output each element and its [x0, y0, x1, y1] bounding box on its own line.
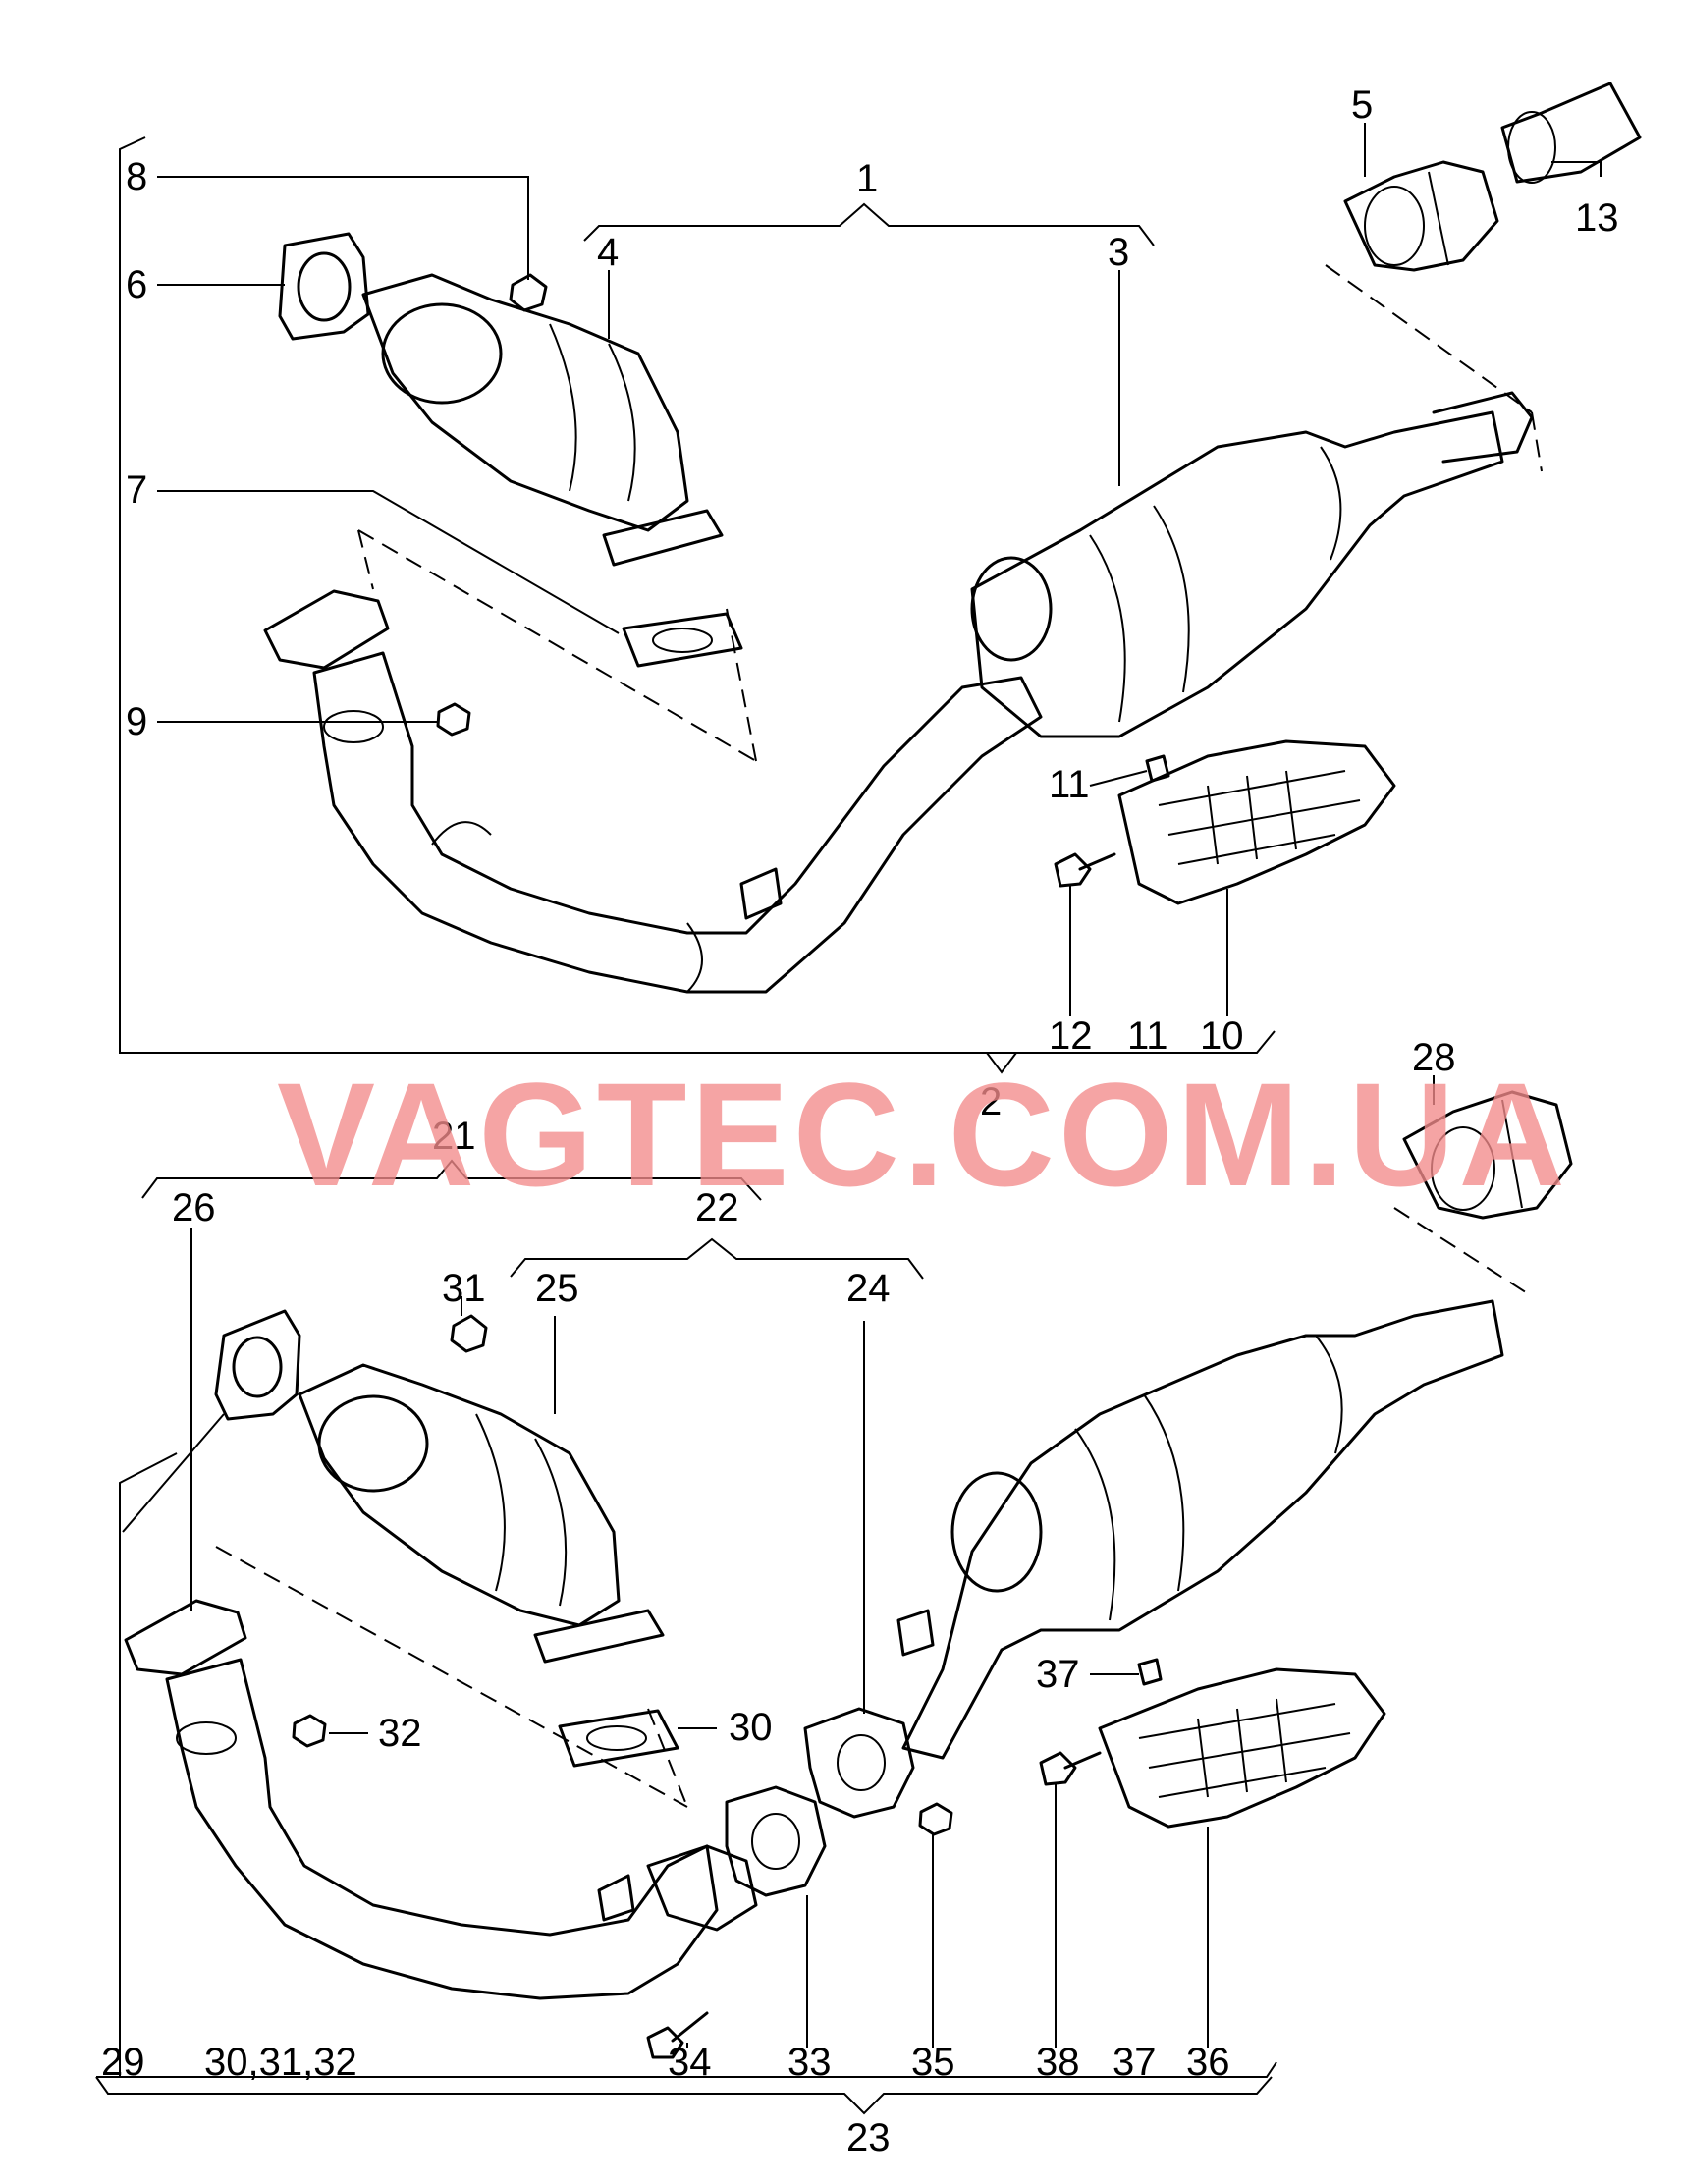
callout-33: 33	[787, 2041, 832, 2084]
gasket-7	[622, 612, 743, 668]
callout-26: 26	[172, 1186, 216, 1229]
nut-31	[450, 1314, 488, 1353]
nut-9	[436, 702, 471, 737]
bracket-assembly-2	[119, 136, 1276, 1054]
nut-35	[918, 1802, 953, 1836]
callout-38: 38	[1036, 2041, 1080, 2084]
bracket-tab-bottom	[597, 1874, 635, 1922]
brace-22	[510, 1237, 924, 1280]
callout-3: 3	[1108, 231, 1129, 274]
callout-11a: 11	[1049, 763, 1090, 806]
callout-37a: 37	[1036, 1653, 1080, 1696]
flange-24	[803, 1707, 915, 1819]
gasket-upper	[214, 1309, 301, 1421]
callout-7: 7	[126, 468, 147, 512]
callout-24: 24	[846, 1267, 891, 1310]
callout-4: 4	[597, 231, 619, 274]
gasket-6	[278, 232, 370, 341]
callout-28: 28	[1412, 1036, 1456, 1079]
catalyst-3	[970, 410, 1504, 738]
flange-bottom-joint	[646, 1844, 758, 1932]
callout-11b: 11	[1127, 1014, 1168, 1058]
bolt-38	[1039, 1751, 1102, 1786]
callout-2: 2	[980, 1080, 1002, 1123]
brace-23	[95, 2076, 1273, 2115]
callout-30-31-32: 30,31,32	[204, 2041, 357, 2084]
callout-37b: 37	[1113, 2041, 1157, 2084]
callout-9: 9	[126, 700, 147, 743]
catalyst-25	[298, 1363, 621, 1627]
catalyst-4	[361, 273, 689, 532]
brace-1	[583, 202, 1155, 246]
bracket-tab-mid	[896, 1609, 935, 1657]
guide-line-bottom-2	[647, 1708, 688, 1808]
clamp-28	[1402, 1090, 1573, 1220]
callout-32: 32	[378, 1712, 422, 1755]
watermark-text: VAGTEC.COM.UA	[277, 1052, 1569, 1217]
flange-25	[533, 1609, 665, 1664]
guide-line-top-2	[357, 529, 374, 590]
callout-35: 35	[911, 2041, 955, 2084]
callout-6: 6	[126, 263, 147, 306]
heat-shield-36	[1098, 1667, 1386, 1829]
heat-shield-10	[1117, 739, 1396, 905]
nut-8	[509, 273, 548, 312]
gasket-30	[558, 1709, 679, 1768]
callout-5: 5	[1351, 83, 1373, 127]
clip-37	[1137, 1658, 1163, 1686]
callout-1: 1	[856, 157, 878, 200]
callout-12: 12	[1049, 1014, 1093, 1058]
guide-line-top-5	[1531, 411, 1543, 472]
guide-line-top-1	[357, 529, 757, 762]
front-pipe	[312, 651, 1043, 994]
callout-21: 21	[432, 1115, 476, 1158]
top-assembly	[119, 82, 1642, 1074]
front-flange	[263, 589, 390, 670]
callout-30a: 30	[729, 1706, 773, 1749]
clip-11	[1145, 754, 1170, 783]
callout-10: 10	[1200, 1014, 1244, 1058]
bolt-12	[1054, 852, 1116, 888]
front-flange-bottom	[124, 1599, 247, 1676]
callout-23: 23	[846, 2116, 891, 2159]
callout-29: 29	[101, 2041, 145, 2084]
bolt-34	[646, 2011, 709, 2059]
callout-36: 36	[1186, 2041, 1230, 2084]
sleeve-13	[1500, 82, 1642, 184]
bracket-tab-top	[739, 867, 783, 920]
gasket-33	[725, 1785, 827, 1897]
front-pipe-bottom	[165, 1658, 719, 2000]
bracket-assembly-23	[96, 1452, 1277, 2078]
callout-31: 31	[442, 1267, 486, 1310]
brace-21	[141, 1159, 762, 1201]
brace-2	[589, 1052, 1017, 1074]
guide-line-top-3	[726, 608, 757, 762]
guide-line-bottom-1	[215, 1546, 688, 1808]
callout-25: 25	[535, 1267, 579, 1310]
flange-4	[602, 509, 724, 567]
callout-22: 22	[695, 1186, 739, 1229]
guide-line-top-4	[1325, 264, 1533, 413]
callout-13: 13	[1575, 196, 1619, 240]
catalyst-main-bottom	[901, 1299, 1504, 1760]
nut-32	[292, 1714, 327, 1748]
guide-line-bottom-3	[1393, 1207, 1533, 1297]
callout-8: 8	[126, 155, 147, 198]
callout-labels: 1 3 4 5 6 7 8 9 13 11 12 11 10 2 28 21 2…	[101, 83, 1619, 2159]
clamp-5	[1343, 160, 1499, 272]
callout-34: 34	[668, 2041, 712, 2084]
bottom-assembly	[95, 1075, 1573, 2115]
